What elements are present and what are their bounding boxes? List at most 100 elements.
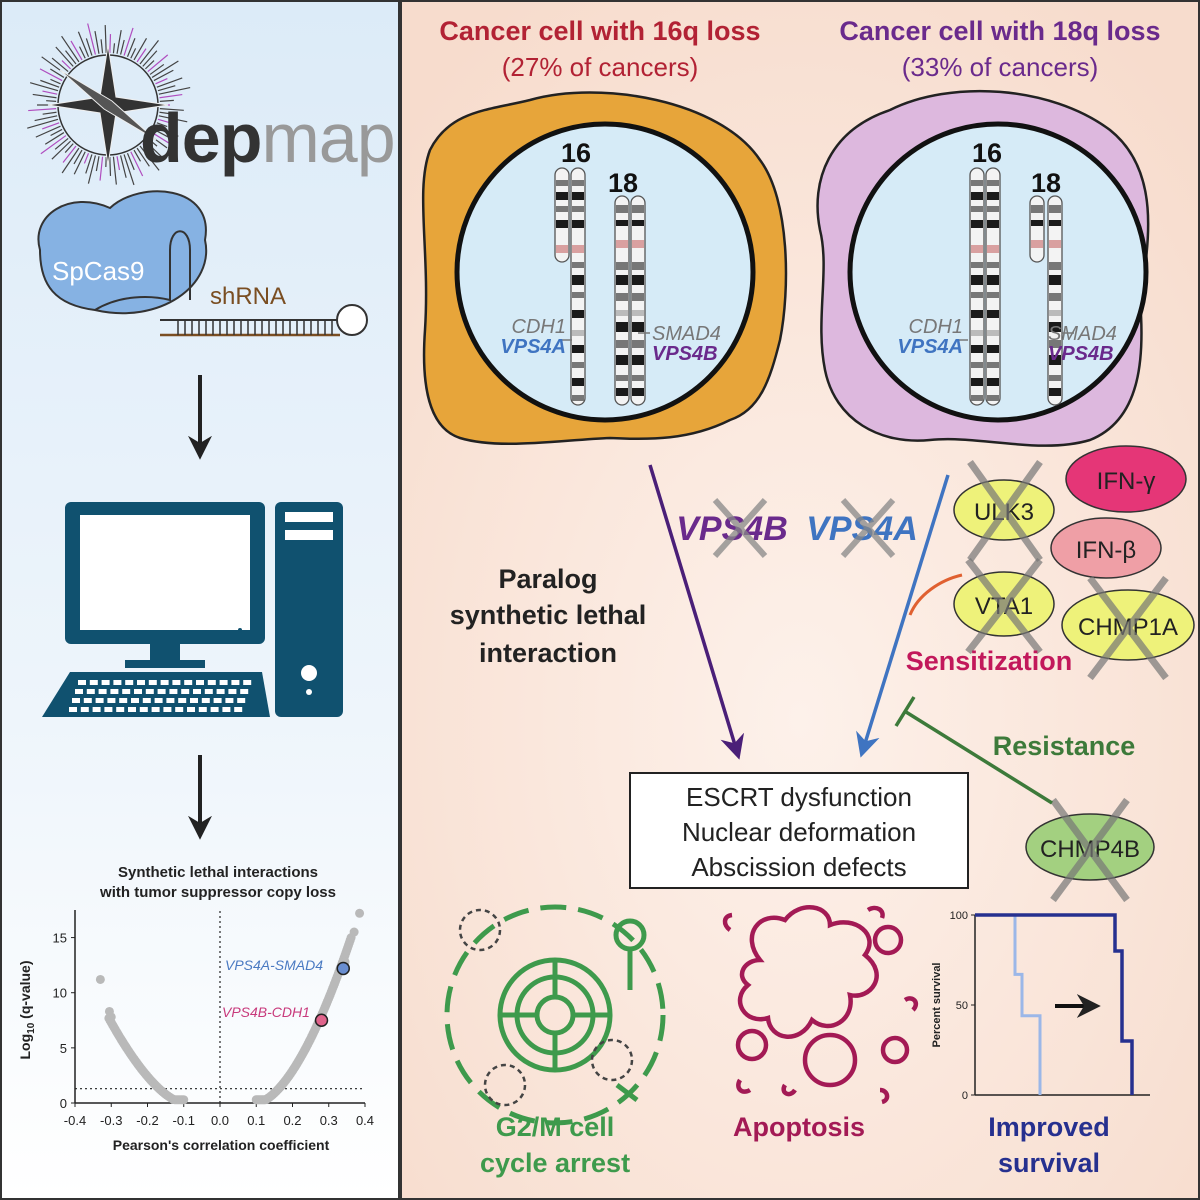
- sensitization-label: Sensitization: [906, 646, 1073, 676]
- y-tick-label: 10: [53, 986, 67, 1001]
- chromosome-band: [971, 310, 983, 318]
- cell2-chr18-label: 18: [1031, 168, 1061, 198]
- paralog-line2: synthetic lethal: [450, 600, 647, 630]
- chromosome-band: [987, 362, 999, 368]
- svg-text:IFN-γ: IFN-γ: [1097, 468, 1156, 495]
- chromosome-band: [1049, 388, 1061, 396]
- chromosome-band: [572, 262, 584, 268]
- chromosome-band: [572, 330, 584, 336]
- resistance-bar: [894, 696, 916, 727]
- depmap-logo: depmap: [27, 23, 396, 186]
- chromosome-band: [971, 330, 983, 336]
- plot-title-1: Synthetic lethal interactions: [118, 864, 318, 881]
- box-line3: Abscission defects: [691, 852, 906, 882]
- chromosome-band: [572, 192, 584, 200]
- chromosome-band: [632, 388, 644, 396]
- chromosome-band: [987, 220, 999, 228]
- chromosome-band: [1031, 240, 1043, 248]
- modifier-ifng: IFN-γ: [1065, 445, 1187, 513]
- chromosome-band: [572, 206, 584, 212]
- chromosome-band: [971, 180, 983, 186]
- chromosome-band: [632, 205, 644, 213]
- ko-vps4b-cross-icon: [712, 498, 768, 558]
- apoptosis-icon: [722, 905, 919, 1105]
- survival-tick-label: 100: [950, 910, 968, 922]
- cross-ulk3-icon: [967, 459, 1043, 563]
- chromosome-band: [987, 275, 999, 285]
- chromosome-band: [1049, 340, 1061, 348]
- chromosome-band: [1049, 355, 1061, 365]
- paralog-line3: interaction: [479, 638, 617, 668]
- chromosome-band: [572, 275, 584, 285]
- chromosome-band: [556, 206, 568, 212]
- chromosome-band: [987, 395, 999, 401]
- cell1-nucleus: [454, 121, 756, 423]
- cell1-gene-vps4b: VPS4B: [652, 343, 718, 365]
- chromosome-band: [632, 355, 644, 365]
- y-tick-label: 15: [53, 931, 67, 946]
- x-tick-label: -0.2: [136, 1113, 158, 1128]
- cell2-gene-vps4b: VPS4B: [1048, 343, 1114, 365]
- chromosome-band: [572, 220, 584, 228]
- chromosome-band: [1049, 262, 1061, 270]
- data-point: [95, 974, 105, 984]
- plot-ylabel: Log10 (q-value): [17, 960, 37, 1059]
- cell1-gene-vps4a: VPS4A: [500, 336, 566, 358]
- chromosome-band: [556, 220, 568, 228]
- escrt-phenotype-box: ESCRT dysfunction Nuclear deformation Ab…: [629, 772, 969, 889]
- chromosome-band: [987, 310, 999, 318]
- survival-ylabel: Percent survival: [931, 963, 943, 1048]
- chromosome-band: [616, 262, 628, 270]
- cell2-gene-smad4: SMAD4: [1048, 323, 1117, 345]
- chromosome-band: [987, 292, 999, 298]
- computer-icon: [42, 502, 343, 717]
- chromosome-band: [971, 362, 983, 368]
- label-vps4a-smad4: VPS4A-SMAD4: [225, 957, 323, 973]
- chromosome-band: [616, 220, 628, 226]
- chromosome-band: [616, 388, 628, 396]
- data-point: [106, 1012, 116, 1022]
- chromosome-band: [556, 245, 568, 253]
- chromosome-band: [971, 220, 983, 228]
- chromosome-band: [987, 180, 999, 186]
- chromosome-band: [572, 245, 584, 253]
- cell2-subtitle: (33% of cancers): [902, 52, 1099, 82]
- chromosome-band: [632, 375, 644, 381]
- chromosome-band: [616, 275, 628, 285]
- modifier-ifnb: IFN-β: [1050, 517, 1162, 579]
- chromosome-band: [1049, 322, 1061, 332]
- chromosome-band: [616, 340, 628, 348]
- x-tick-label: 0.2: [283, 1113, 301, 1128]
- cell1-chr16-label: 16: [561, 138, 591, 168]
- arrow-vps4b-loss: [648, 464, 745, 760]
- chromosome-band: [1031, 205, 1043, 213]
- survival-tick-label: 0: [962, 1090, 968, 1102]
- chromosome-band: [971, 275, 983, 285]
- cross-chmp1a-icon: [1087, 575, 1169, 681]
- arrow-vps4a-loss: [856, 474, 950, 758]
- chromosome-band: [616, 355, 628, 365]
- chromosome-band: [971, 345, 983, 353]
- point-vps4b-cdh1: [314, 1013, 329, 1028]
- chromosome-band: [971, 245, 983, 253]
- survival-label-1: Improved: [988, 1112, 1110, 1142]
- chromosome-band: [616, 240, 628, 248]
- x-tick-label: -0.4: [64, 1113, 86, 1128]
- chromosome-band: [1049, 205, 1061, 213]
- x-tick-label: 0.1: [247, 1113, 265, 1128]
- chromosome-band: [971, 262, 983, 268]
- cell1-gene-smad4: SMAD4: [652, 323, 721, 345]
- cas9-label: SpCas9: [52, 256, 145, 286]
- chromosome-band: [616, 310, 628, 316]
- chromosome-band: [971, 395, 983, 401]
- label-vps4b-cdh1: VPS4B-CDH1: [222, 1004, 310, 1020]
- chromosome-band: [632, 262, 644, 270]
- cell2-chr16-label: 16: [972, 138, 1002, 168]
- x-tick-label: 0.4: [356, 1113, 374, 1128]
- chromatid: [570, 167, 586, 406]
- cas9-protein: SpCas9: [37, 190, 208, 315]
- box-line2: Nuclear deformation: [682, 817, 916, 847]
- logo-starburst: [27, 23, 191, 186]
- survival-tick-label: 50: [956, 1000, 968, 1012]
- chromatid: [985, 167, 1001, 406]
